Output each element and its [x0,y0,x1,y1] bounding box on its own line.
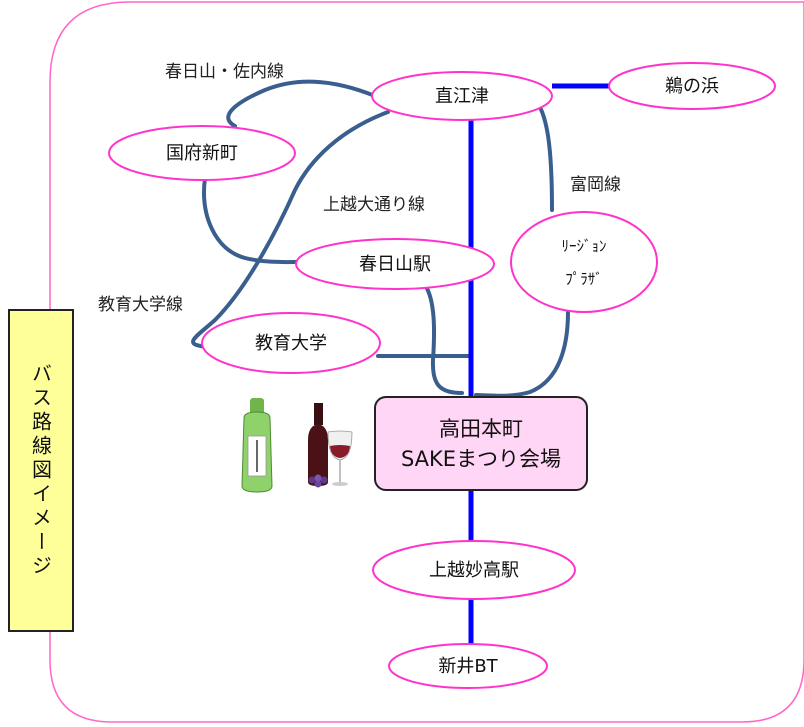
line-label-kasugayama-sanai: 春日山・佐内線 [165,62,284,82]
kasugayama-sanai-route [226,79,377,128]
stop-arai-bt[interactable] [388,643,548,689]
kyoiku-daigaku-route [191,110,390,349]
venue-takada-honcho[interactable]: 高田本町 SAKEまつり会場 [374,396,588,491]
stop-label-region-plaza-2: ﾌﾟﾗｻﾞ [565,270,603,288]
stop-label-kyoiku-daigaku: 教育大学 [255,333,327,354]
stop-unohama[interactable] [608,62,776,110]
stop-label-joetsu-myoko: 上越妙高駅 [429,560,519,581]
stop-kasugayama-eki[interactable] [295,238,495,290]
stop-region-plaza[interactable] [510,211,658,313]
line-label-tomioka: 富岡線 [570,175,621,195]
tomioka-route [530,94,554,212]
kasugayama-venue-route [423,283,464,395]
kasugayama-sanai-route-south [202,176,302,265]
venue-event: SAKEまつり会場 [400,446,562,471]
venue-name: 高田本町 [439,416,523,441]
stop-label-naoetsu: 直江津 [435,86,489,107]
tomioka-route-south [474,310,570,398]
stop-label-kasugayama-eki: 春日山駅 [359,254,431,275]
route-map-title: バス路線図イメージ [28,362,53,579]
map-area-outline [49,1,804,723]
stop-kyoiku-daigaku[interactable] [201,312,381,374]
route-map-title-box: バス路線図イメージ [8,309,74,632]
stop-naoetsu[interactable] [371,71,553,121]
stop-label-region-plaza-1: ﾘｰｼﾞｮﾝ [561,237,606,255]
stop-label-kokufu-shinmachi: 国府新町 [166,143,238,164]
line-label-kyoiku-daigaku: 教育大学線 [98,295,183,315]
line-label-joetsu-odori: 上越大通り線 [323,195,425,215]
stop-label-unohama: 鵜の浜 [665,76,719,97]
wine-bottle-and-glass-icon [308,403,353,488]
stop-kokufu-shinmachi[interactable] [108,125,296,181]
stop-label-arai-bt: 新井BT [438,656,498,677]
sake-bottle-icon [241,398,273,493]
stop-joetsu-myoko[interactable] [372,540,576,600]
